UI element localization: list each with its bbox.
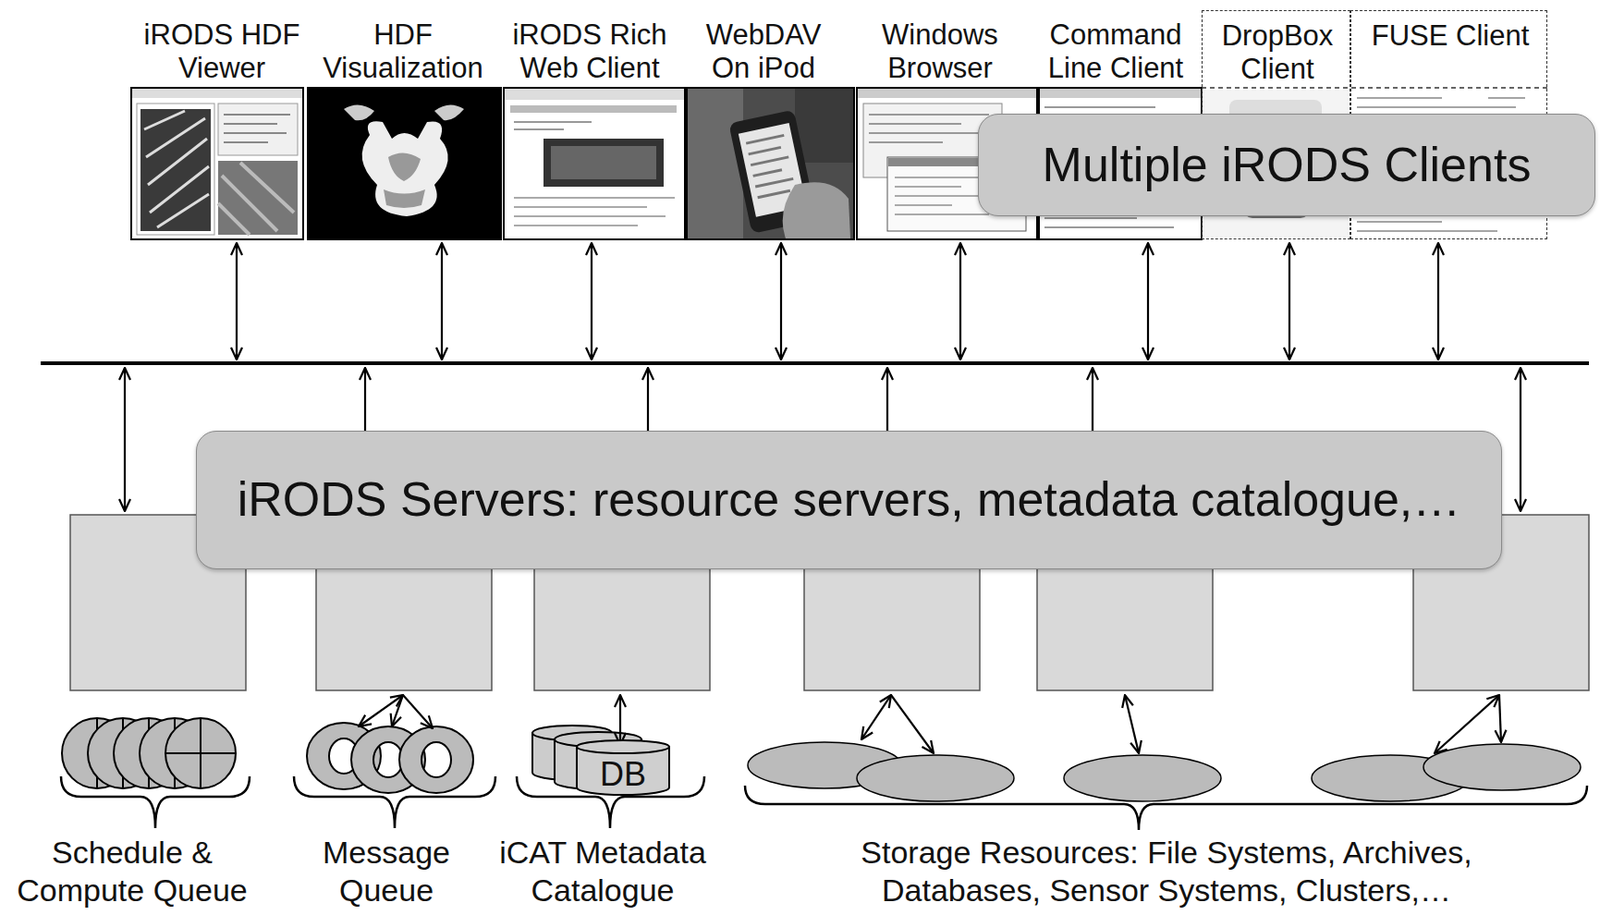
- client-panel: HDF Visualization: [307, 10, 501, 240]
- screenshot-rich-web-client: [513, 122, 592, 130]
- client-arrows: [235, 243, 238, 360]
- screenshot-rich-web-client: [513, 197, 675, 226]
- client-arrows: [1437, 243, 1440, 360]
- screenshot-command-line: [1039, 88, 1201, 98]
- client-title: iRODS HDF Viewer: [120, 18, 324, 86]
- screenshot-windows-browser: [868, 114, 990, 143]
- screenshot-hdf-viewer: [140, 109, 211, 232]
- client-arrows: [1147, 243, 1149, 360]
- screenshot-webdav-ipod: [687, 88, 744, 239]
- server-arrows: [1091, 367, 1094, 433]
- screenshot-webdav-ipod: [686, 87, 855, 240]
- cylinder-outline: [576, 740, 670, 754]
- bus-line: [40, 361, 1589, 366]
- screenshot-hdf-visualization: [383, 152, 426, 208]
- group-label: Storage Resources: File Systems, Archive…: [796, 833, 1537, 910]
- client-panel: WebDAV On iPod: [686, 10, 855, 240]
- screenshot-rich-web-client: [550, 146, 657, 180]
- client-arrows: [440, 243, 443, 360]
- braces: [61, 776, 250, 829]
- group-label: Message Queue: [303, 833, 470, 910]
- message-arrows: [358, 695, 404, 727]
- screenshot-hdf-viewer: [218, 160, 298, 235]
- client-arrows: [780, 243, 782, 360]
- banner-box: Multiple iRODS Clients: [977, 113, 1596, 217]
- braces: [293, 776, 496, 829]
- screenshot-rich-web-client: [543, 138, 664, 187]
- db-arrow: [619, 695, 622, 746]
- server-arrows: [123, 367, 126, 512]
- screenshot-hdf-viewer: [131, 87, 304, 240]
- storage-ellipses: [1423, 744, 1581, 791]
- braces: [61, 776, 1588, 831]
- server-arrows: [886, 367, 889, 433]
- screenshot-hdf-visualization: [307, 87, 501, 240]
- client-title: FUSE Client: [1355, 19, 1546, 53]
- client-title: DropBox Client: [1206, 19, 1350, 86]
- compute-queue-discs: [165, 752, 236, 755]
- storage-arrows: [1124, 695, 1139, 754]
- client-title: WebDAV On iPod: [689, 18, 838, 86]
- screenshot-webdav-ipod: [745, 134, 796, 197]
- client-arrows: [236, 243, 1439, 360]
- screenshot-hdf-viewer: [218, 103, 298, 156]
- message-queue-rings: [306, 722, 474, 794]
- server-arrows: [364, 367, 367, 433]
- message-arrows: [403, 695, 433, 729]
- banner-text: iRODS Servers: resource servers, metadat…: [237, 472, 1462, 528]
- banner-box: iRODS Servers: resource servers, metadat…: [195, 430, 1503, 570]
- dashed-divider: [1201, 86, 1548, 89]
- screenshot-webdav-ipod: [782, 182, 851, 239]
- screenshot-windows-browser: [857, 88, 1037, 98]
- client-arrows: [959, 243, 962, 360]
- storage-ellipses: [856, 755, 1014, 802]
- client-arrows: [1288, 243, 1291, 360]
- storage-arrows: [861, 695, 1502, 754]
- database-cylinder: DB: [574, 739, 672, 797]
- message-arrows: [358, 695, 433, 729]
- screenshot-hdf-viewer: [144, 110, 209, 228]
- client-panel: iRODS HDF Viewer: [131, 10, 304, 240]
- screenshot-rich-web-client: [503, 87, 685, 240]
- screenshot-hdf-visualization: [343, 104, 465, 121]
- server-arrows: [647, 367, 649, 433]
- screenshot-hdf-viewer: [136, 103, 215, 235]
- storage-ellipses: [1063, 755, 1222, 802]
- storage-arrows: [891, 695, 934, 754]
- storage-ellipses: [747, 742, 1581, 802]
- group-label: Schedule & Compute Queue: [7, 833, 257, 910]
- message-queue-rings: [399, 726, 474, 794]
- group-label: iCAT Metadata Catalogue: [487, 833, 719, 910]
- storage-arrows: [861, 695, 892, 740]
- client-title: Command Line Client: [1032, 18, 1199, 86]
- screenshot-rich-web-client: [510, 105, 677, 113]
- screenshot-webdav-ipod: [794, 88, 854, 163]
- screenshot-hdf-viewer: [131, 87, 304, 240]
- screenshot-hdf-visualization: [307, 87, 501, 240]
- client-title: iRODS Rich Web Client: [497, 18, 683, 86]
- screenshot-hdf-viewer: [223, 114, 291, 143]
- screenshot-hdf-viewer: [132, 88, 303, 98]
- client-panel: iRODS Rich Web Client: [503, 10, 685, 240]
- screenshot-rich-web-client: [504, 88, 684, 100]
- storage-arrows: [1499, 695, 1502, 743]
- client-title: HDF Visualization: [304, 18, 503, 86]
- db-label: DB: [599, 755, 647, 794]
- client-title: Windows Browser: [859, 18, 1022, 86]
- screenshot-webdav-ipod: [686, 87, 855, 240]
- message-arrows: [391, 695, 404, 727]
- compute-queue-discs: [165, 718, 236, 789]
- storage-arrows: [1434, 695, 1500, 754]
- server-arrows: [1519, 367, 1522, 512]
- screenshot-hdf-visualization: [362, 121, 449, 217]
- client-arrows: [590, 243, 593, 360]
- banner-text: Multiple iRODS Clients: [1042, 137, 1532, 194]
- screenshot-rich-web-client: [503, 87, 685, 240]
- screenshot-hdf-viewer: [218, 162, 294, 235]
- braces: [745, 785, 1588, 831]
- compute-queue-discs: [61, 718, 236, 789]
